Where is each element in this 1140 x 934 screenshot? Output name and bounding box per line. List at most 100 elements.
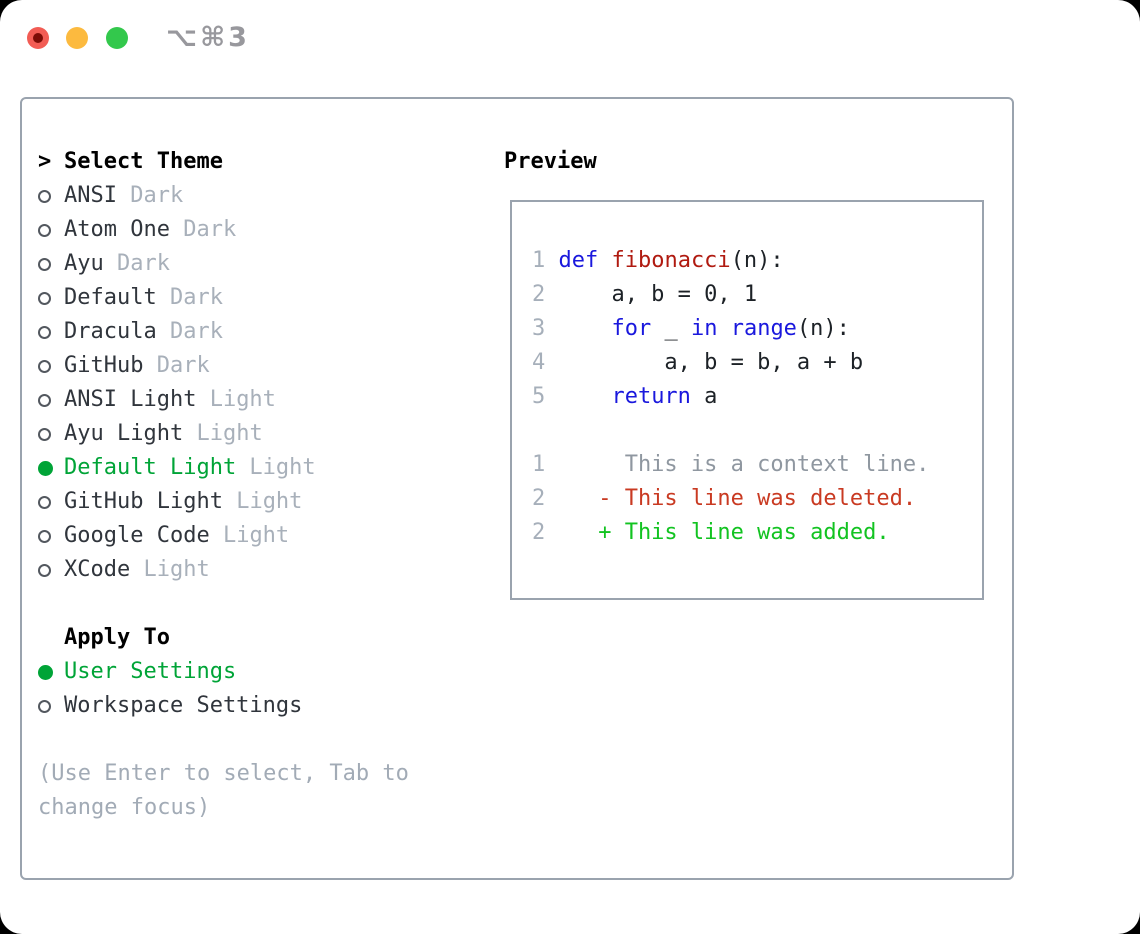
item-variant-label: Dark [116, 183, 184, 208]
item-label: Default [64, 285, 157, 310]
code-token-plain: _ [651, 316, 691, 341]
item-variant-label: Dark [169, 217, 237, 242]
radio-icon [38, 699, 64, 713]
focus-caret-icon: > [38, 149, 52, 174]
line-number: 1 [532, 452, 546, 477]
code-line-3: 3 for _ in range(n): [532, 312, 982, 346]
code-token-plain: (n): [796, 316, 850, 341]
item-variant-label: Light [222, 489, 303, 514]
radio-dot-icon [38, 664, 53, 680]
radio-circle-icon [38, 393, 51, 407]
item-label: GitHub [64, 353, 144, 378]
radio-circle-icon [38, 325, 51, 339]
line-number: 2 [532, 486, 546, 511]
minimize-button[interactable] [66, 27, 88, 49]
radio-circle-icon [38, 529, 51, 543]
code-token-plain [558, 380, 611, 414]
radio-icon [38, 529, 64, 543]
radio-circle-icon [38, 223, 51, 237]
help-line-2: change focus) [38, 795, 211, 820]
theme-item-xcode[interactable]: XCode Light [38, 553, 409, 587]
code-token-add: + This line was added. [558, 520, 890, 545]
code-token-plain: a, b = b, a + b [558, 350, 864, 375]
radio-icon [38, 495, 64, 509]
theme-item-ayu-light[interactable]: Ayu Light Light [38, 417, 409, 451]
theme-item-atom-one[interactable]: Atom One Dark [38, 213, 409, 247]
item-label: XCode [64, 557, 131, 582]
item-label: ANSI [64, 183, 117, 208]
radio-circle-icon [38, 699, 51, 713]
radio-circle-icon [38, 291, 51, 305]
item-label: Google Code [64, 523, 210, 548]
radio-icon [38, 257, 64, 271]
spacer [38, 587, 409, 621]
item-label: ANSI Light [64, 387, 197, 412]
code-line-7: 1 This is a context line. [532, 448, 982, 482]
code-token-plain: (n): [730, 248, 784, 273]
apply-option-workspace-settings[interactable]: Workspace Settings [38, 689, 409, 723]
code-line-5: 5 return a [532, 380, 982, 414]
radio-icon [38, 563, 64, 577]
theme-item-google-code[interactable]: Google Code Light [38, 519, 409, 553]
code-token-plain [558, 312, 611, 346]
item-label: Ayu Light [64, 421, 184, 446]
radio-circle-icon [38, 257, 51, 271]
theme-item-ansi[interactable]: ANSI Dark [38, 179, 409, 213]
radio-icon [38, 189, 64, 203]
code-token-kw: range [730, 316, 797, 341]
radio-circle-icon [38, 563, 51, 577]
title-bar: ⌥⌘3 [0, 0, 1140, 76]
zoom-button[interactable] [106, 27, 128, 49]
theme-item-ansi-light[interactable]: ANSI Light Light [38, 383, 409, 417]
item-variant-label: Light [236, 455, 316, 480]
item-variant-label: Dark [156, 319, 223, 344]
line-number: 2 [532, 520, 546, 545]
preview-title: Preview [504, 149, 597, 174]
line-number: 5 [532, 384, 546, 409]
item-label: GitHub Light [64, 489, 223, 514]
select-theme-header: > Select Theme [38, 145, 409, 179]
code-line-9: 2 + This line was added. [532, 516, 982, 550]
window-shortcut-label: ⌥⌘3 [166, 22, 250, 53]
radio-icon [38, 325, 64, 339]
item-label: Default Light [64, 455, 237, 480]
code-token-plain [598, 244, 611, 278]
item-variant-label: Light [183, 421, 263, 446]
theme-item-default-light[interactable]: Default Light Light [38, 451, 409, 485]
help-line-1: (Use Enter to select, Tab to [38, 761, 409, 786]
radio-icon [38, 427, 64, 441]
radio-icon [38, 291, 64, 305]
radio-selected-icon [38, 664, 64, 680]
item-variant-label: Light [196, 387, 276, 412]
radio-selected-icon [38, 460, 64, 476]
radio-icon [38, 359, 64, 373]
apply-option-user-settings[interactable]: User Settings [38, 655, 409, 689]
radio-dot-icon [38, 460, 53, 476]
radio-circle-icon [38, 427, 51, 441]
theme-item-default[interactable]: Default Dark [38, 281, 409, 315]
close-button[interactable] [27, 27, 49, 49]
item-label: Ayu [64, 251, 104, 276]
apply-to-header: Apply To [38, 621, 409, 655]
item-label: Dracula [64, 319, 157, 344]
code-line-2: 2 a, b = 0, 1 [532, 278, 982, 312]
apply-to-title: Apply To [64, 625, 170, 650]
radio-circle-icon [38, 495, 51, 509]
item-variant-label: Light [209, 523, 290, 548]
item-variant-label: Light [130, 557, 210, 582]
line-number: 4 [532, 350, 546, 375]
item-variant-label: Dark [103, 251, 170, 276]
theme-item-github-light[interactable]: GitHub Light Light [38, 485, 409, 519]
code-token-plain: a [690, 384, 718, 409]
code-line-8: 2 - This line was deleted. [532, 482, 982, 516]
code-token-plain: a, b = 0, 1 [558, 282, 758, 307]
theme-item-ayu[interactable]: Ayu Dark [38, 247, 409, 281]
radio-icon [38, 393, 64, 407]
theme-item-github[interactable]: GitHub Dark [38, 349, 409, 383]
code-token-kw: in [690, 316, 718, 341]
code-token-del: - This line was deleted. [558, 486, 917, 511]
theme-item-dracula[interactable]: Dracula Dark [38, 315, 409, 349]
